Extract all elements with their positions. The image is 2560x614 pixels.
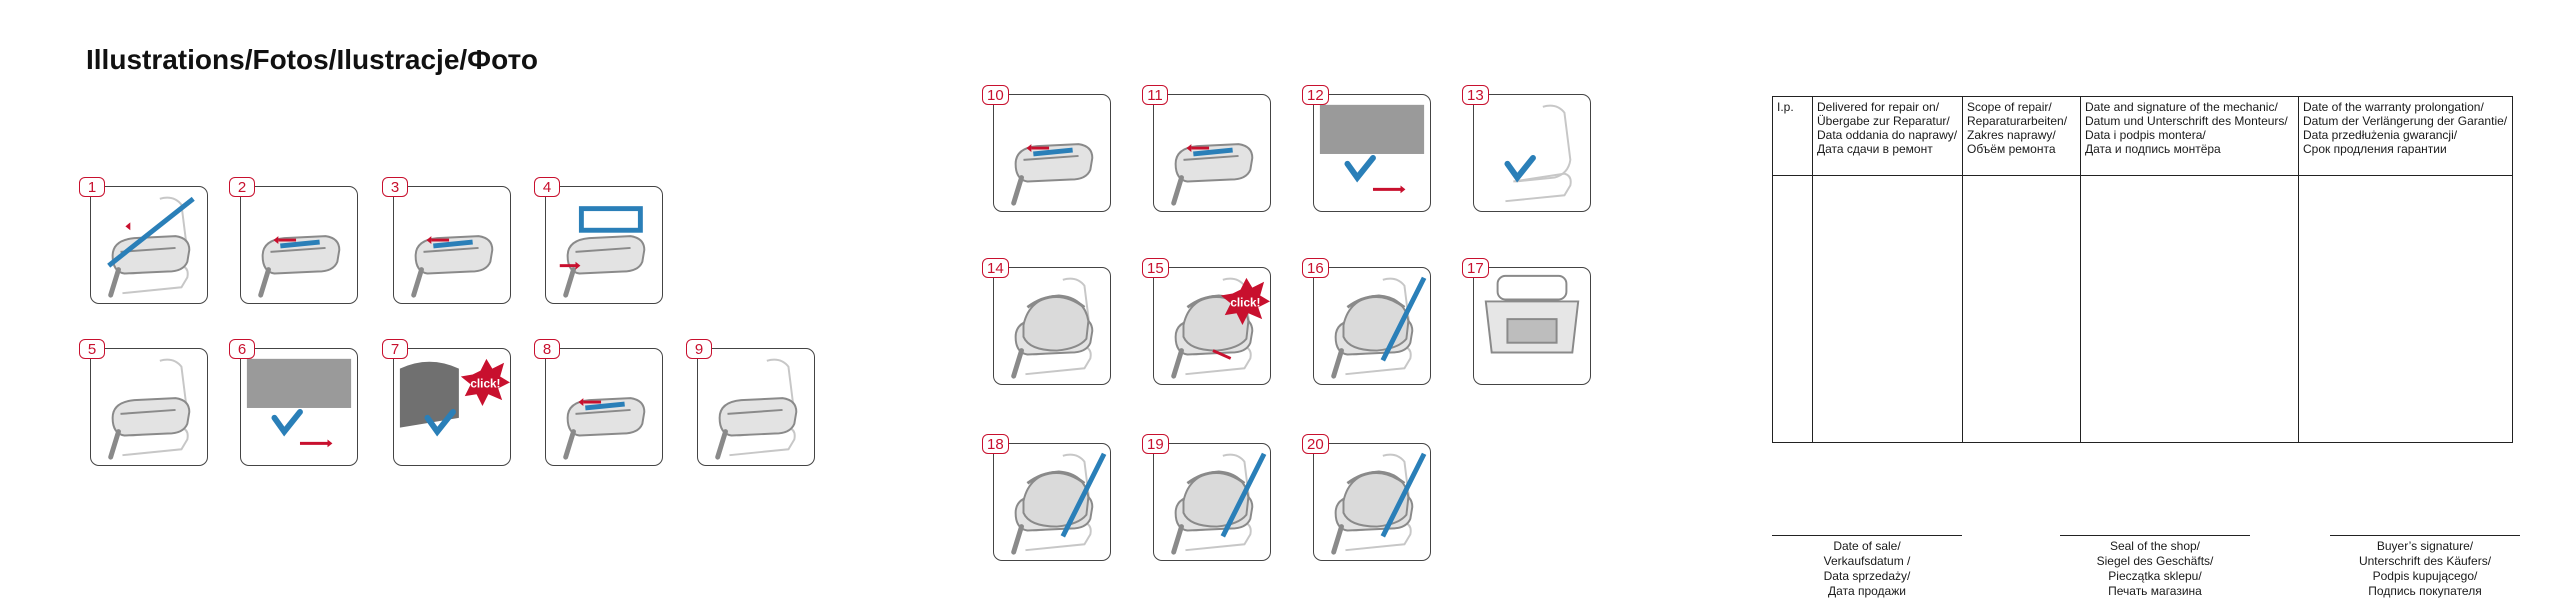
step-number: 6	[229, 339, 255, 359]
seat-base-icon	[715, 358, 798, 460]
seat-strap-icon	[107, 196, 195, 298]
isofix-arrow-icon	[246, 358, 352, 448]
table-row	[1772, 175, 2513, 443]
carrier-strap-icon	[1331, 276, 1427, 379]
date-of-sale-field[interactable]: Date of sale/ Verkaufsdatum / Data sprze…	[1772, 520, 1962, 614]
buyer-signature-label: Buyer’s signature/ Unterschrift des Käuf…	[2330, 535, 2520, 599]
base-arrow-icon	[1171, 143, 1254, 206]
step-number: 5	[79, 339, 105, 359]
step-panel: 3	[382, 177, 511, 304]
column-header-delivered: Delivered for repair on/ Übergabe zur Re…	[1812, 96, 1963, 176]
isofix-arrow-icon	[1319, 104, 1425, 194]
step-panel: 6	[229, 339, 358, 466]
step-number: 2	[229, 177, 255, 197]
step-panel: 20	[1302, 434, 1431, 561]
base-connectors-icon	[559, 206, 646, 298]
base-arrow-icon	[563, 397, 646, 460]
table-cell[interactable]	[2080, 175, 2299, 443]
click-badge: click!	[460, 358, 510, 407]
date-of-sale-label: Date of sale/ Verkaufsdatum / Data sprze…	[1772, 535, 1962, 599]
step-panel: 18	[982, 434, 1111, 561]
shop-seal-field[interactable]: Seal of the shop/ Siegel des Geschäfts/ …	[2060, 520, 2250, 614]
step-number: 15	[1142, 258, 1169, 278]
step-number: 18	[982, 434, 1009, 454]
carrier-strap-icon	[1331, 452, 1427, 555]
carrier-strap-icon	[1011, 452, 1107, 555]
table-header-row: I.p. Delivered for repair on/ Übergabe z…	[1772, 96, 2513, 176]
step-panel: 8	[534, 339, 663, 466]
step-number: 16	[1302, 258, 1329, 278]
table-cell[interactable]	[1812, 175, 1963, 443]
step-panel: 4	[534, 177, 663, 304]
step-panel: click! 7	[382, 339, 511, 466]
step-number: 1	[79, 177, 105, 197]
step-panel: 16	[1302, 258, 1431, 385]
step-number: 8	[534, 339, 560, 359]
click-badge: click!	[1220, 277, 1270, 326]
step-number: 17	[1462, 258, 1489, 278]
carrier-strap-icon	[1171, 452, 1267, 555]
isofix-check-icon	[1504, 104, 1572, 203]
step-panel: 19	[1142, 434, 1271, 561]
buyer-signature-field[interactable]: Buyer’s signature/ Unterschrift des Käuf…	[2330, 520, 2520, 614]
step-panel: click! 15	[1142, 258, 1271, 385]
step-panel: 13	[1462, 85, 1591, 212]
seat-base-icon	[108, 358, 191, 460]
column-header-scope: Scope of repair/ Reparaturarbeiten/ Zakr…	[1962, 96, 2081, 176]
click-badge-label: click!	[470, 377, 500, 390]
step-number: 7	[382, 339, 408, 359]
step-number: 11	[1142, 85, 1168, 105]
step-panel: 10	[982, 85, 1111, 212]
step-panel: 9	[686, 339, 815, 466]
step-number: 9	[686, 339, 712, 359]
column-header-number: I.p.	[1772, 96, 1813, 176]
step-number: 12	[1302, 85, 1329, 105]
base-arrow-icon	[258, 235, 341, 298]
step-number: 13	[1462, 85, 1489, 105]
step-number: 20	[1302, 434, 1329, 454]
step-number: 14	[982, 258, 1009, 278]
step-number: 19	[1142, 434, 1169, 454]
step-panel: 11	[1142, 85, 1271, 212]
step-panel: 2	[229, 177, 358, 304]
step-panel: 14	[982, 258, 1111, 385]
step-number: 10	[982, 85, 1009, 105]
carrier-click-icon: click!	[1171, 277, 1270, 379]
warranty-table: I.p. Delivered for repair on/ Übergabe z…	[1772, 96, 2513, 443]
seat-rear-icon	[1484, 274, 1580, 354]
step-panel: 5	[79, 339, 208, 466]
step-panel: 12	[1302, 85, 1431, 212]
column-header-prolongation: Date of the warranty prolongation/ Datum…	[2298, 96, 2513, 176]
step-panel: 17	[1462, 258, 1591, 385]
step-number: 4	[534, 177, 560, 197]
page-title: Illustrations/Fotos/Ilustracje/Фото	[86, 44, 538, 75]
step-panel: 1	[79, 177, 208, 304]
shop-seal-label: Seal of the shop/ Siegel des Geschäfts/ …	[2060, 535, 2250, 599]
base-arrow-icon	[411, 235, 494, 298]
click-badge-label: click!	[1230, 296, 1260, 309]
column-header-mechanic: Date and signature of the mechanic/ Datu…	[2080, 96, 2299, 176]
table-cell[interactable]	[1772, 175, 1813, 443]
carrier-icon	[1011, 277, 1094, 379]
step-number: 3	[382, 177, 408, 197]
table-cell[interactable]	[1962, 175, 2081, 443]
isofix-click-icon: click!	[399, 358, 510, 437]
base-arrow-icon	[1011, 143, 1094, 206]
table-cell[interactable]	[2298, 175, 2513, 443]
